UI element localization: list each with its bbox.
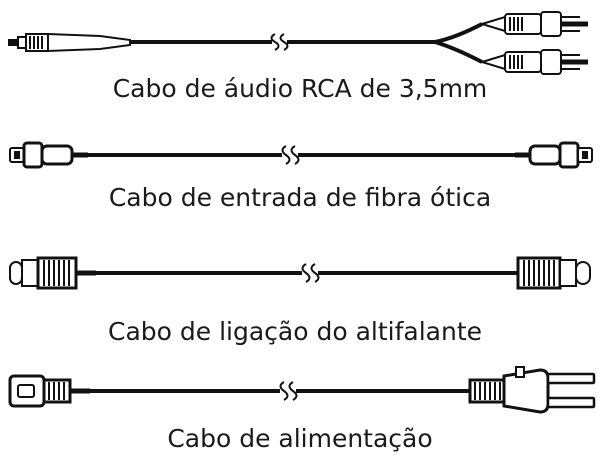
rca-plug-top-icon: [478, 11, 588, 37]
speaker-plug-left-icon: [9, 256, 96, 290]
cable-label-power: Cabo de alimentação: [167, 424, 432, 453]
optical-plug-left-icon: [9, 141, 88, 169]
cable-break-icon: [279, 381, 298, 401]
jack-3-5mm-plug-icon: [8, 32, 131, 53]
rca-plug-bottom-icon: [478, 49, 588, 75]
power-plug-right-icon: [468, 366, 596, 414]
cable-label-speaker: Cabo de ligação do altifalante: [108, 317, 482, 346]
cable-label-rca-audio: Cabo de áudio RCA de 3,5mm: [113, 74, 488, 103]
rca-audio-cable-illustration: [8, 11, 588, 75]
power-cable-illustration: [8, 366, 596, 414]
speaker-plug-right-icon: [516, 256, 591, 290]
optical-plug-right-icon: [515, 141, 593, 169]
cable-break-icon: [281, 145, 300, 165]
cable-label-optical: Cabo de entrada de fibra ótica: [109, 183, 491, 212]
optical-cable-illustration: [9, 141, 593, 169]
cable-break-icon: [270, 33, 289, 51]
cable-break-icon: [301, 263, 320, 283]
power-connector-left-icon: [8, 374, 90, 408]
speaker-cable-illustration: [9, 256, 591, 290]
